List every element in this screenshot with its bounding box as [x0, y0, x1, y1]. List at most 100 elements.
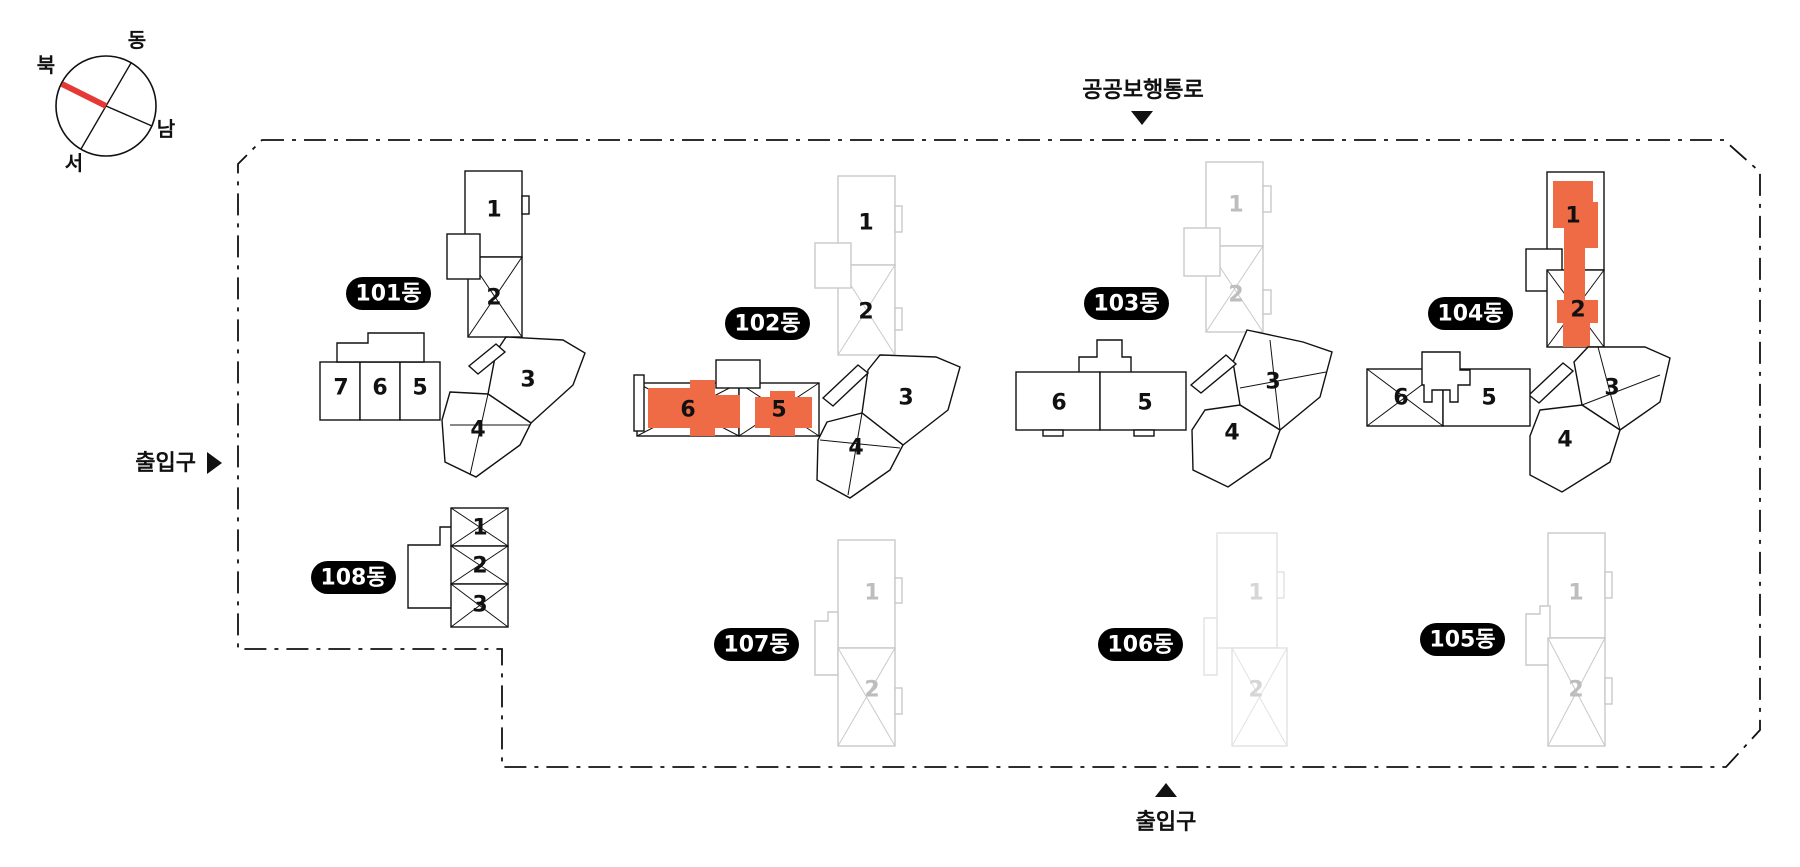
- compass-south: 남: [157, 117, 176, 141]
- unit-number: 1: [486, 198, 501, 223]
- building-badge-label: 107동: [723, 633, 789, 658]
- unit-number: 1: [1248, 581, 1263, 606]
- building-badge: [714, 628, 799, 661]
- unit-number: 3: [1265, 370, 1280, 395]
- unit-4-block: [816, 412, 904, 499]
- unit-side-wing: [1525, 605, 1551, 666]
- entrance-left: 출입구: [135, 451, 222, 476]
- walkway-label: 공공보행통로: [1082, 78, 1204, 125]
- unit-number: 2: [864, 678, 879, 703]
- unit-number: 2: [486, 286, 501, 311]
- unit-1-annex: [894, 577, 903, 604]
- building-badge: [1098, 628, 1183, 661]
- unit-number: 6: [372, 376, 387, 401]
- building-badge-label: 108동: [320, 566, 386, 591]
- unit-number: 1: [1228, 193, 1243, 218]
- building-badge-label: 101동: [355, 282, 421, 307]
- unit-1-annex: [894, 205, 903, 233]
- compass-east: 동: [128, 28, 146, 52]
- unit-number: 2: [1570, 298, 1585, 323]
- unit-number: 1: [858, 211, 873, 236]
- unit-2-annex: [1183, 227, 1221, 277]
- unit-1-block: [1547, 532, 1606, 639]
- building-106: 1 2 106동: [1098, 532, 1288, 747]
- unit-number: 3: [1604, 376, 1619, 401]
- building-badge: [725, 307, 810, 340]
- building-102: 1 2 3 4 5 6 102동: [633, 175, 961, 499]
- unit-2-annex: [814, 242, 852, 289]
- unit-number: 1: [1568, 581, 1583, 606]
- unit-connector: [821, 364, 870, 407]
- site-boundary: [237, 139, 1761, 768]
- unit-number: 4: [470, 418, 485, 443]
- unit-number: 3: [520, 368, 535, 393]
- building-badge: [311, 561, 396, 594]
- arrow-right-icon: [207, 452, 222, 474]
- unit-1-annex: [1604, 571, 1613, 599]
- compass-west: 서: [65, 151, 83, 175]
- unit-1-annex: [1262, 185, 1272, 213]
- unit-number: 4: [848, 436, 863, 461]
- unit-4-block: [441, 391, 532, 478]
- unit-2-annex: [894, 687, 903, 715]
- unit-connector: [1527, 362, 1575, 404]
- unit-5-step: [1133, 429, 1155, 437]
- unit-2-annex: [446, 233, 481, 280]
- building-badge-label: 105동: [1429, 628, 1495, 653]
- building-badge: [1428, 297, 1513, 330]
- unit-connector: [1189, 354, 1238, 394]
- walkway-text: 공공보행통로: [1082, 78, 1203, 103]
- unit-2-annex: [1604, 677, 1613, 705]
- unit-2-annex-right: [894, 307, 903, 331]
- unit-number: 5: [1481, 386, 1496, 411]
- compass: 북 동 남 서: [37, 28, 176, 175]
- unit-number: 5: [412, 376, 427, 401]
- building-104: 1 2 3 4 5 6 104동: [1366, 171, 1671, 493]
- unit-number: 1: [1565, 204, 1580, 229]
- unit-number: 4: [1557, 428, 1572, 453]
- building-107: 1 2 107동: [714, 539, 903, 747]
- unit-number: 6: [1393, 386, 1408, 411]
- unit-number: 4: [1224, 421, 1239, 446]
- unit-4-block: [1191, 404, 1281, 488]
- compass-north: 북: [37, 53, 55, 77]
- unit-3-block: [861, 354, 961, 446]
- unit-number: 2: [1228, 283, 1243, 308]
- arrow-down-icon: [1131, 111, 1153, 125]
- highlight-unit-1: [1553, 181, 1598, 270]
- unit-3-block: [1573, 346, 1671, 431]
- highlight-unit-6: [648, 380, 740, 436]
- unit-number: 2: [1568, 678, 1583, 703]
- unit-5-roof: [336, 332, 425, 363]
- entrance-left-text: 출입구: [135, 451, 196, 476]
- building-badge: [1084, 287, 1169, 320]
- building-badge-label: 106동: [1107, 633, 1173, 658]
- unit-6-block: [1015, 371, 1101, 431]
- building-101: 1 2 3 4 5 6 7 101동: [319, 170, 586, 478]
- unit-5-block: [1099, 371, 1187, 431]
- unit-1-block: [1216, 532, 1278, 649]
- unit-core-rear: [633, 374, 645, 432]
- unit-number: 7: [333, 376, 348, 401]
- building-badge-label: 102동: [734, 312, 800, 337]
- unit-number: 6: [1051, 391, 1066, 416]
- unit-number: 5: [771, 398, 786, 423]
- unit-core: [1421, 351, 1471, 403]
- unit-number: 1: [472, 516, 487, 541]
- unit-1-annex: [521, 195, 530, 215]
- unit-number: 6: [680, 398, 695, 423]
- unit-number: 3: [898, 386, 913, 411]
- compass-needle: [60, 81, 108, 109]
- unit-number: 2: [1248, 678, 1263, 703]
- unit-connector: [467, 343, 507, 375]
- building-badge: [1420, 623, 1505, 656]
- building-badge-label: 104동: [1437, 302, 1503, 327]
- unit-number: 3: [472, 593, 487, 618]
- unit-6-step: [1042, 429, 1064, 437]
- highlight-unit-2: [1557, 270, 1598, 347]
- unit-2-annex-right: [1262, 289, 1272, 315]
- unit-side-wing: [1203, 617, 1218, 676]
- building-badge: [346, 277, 431, 310]
- unit-number: 2: [472, 554, 487, 579]
